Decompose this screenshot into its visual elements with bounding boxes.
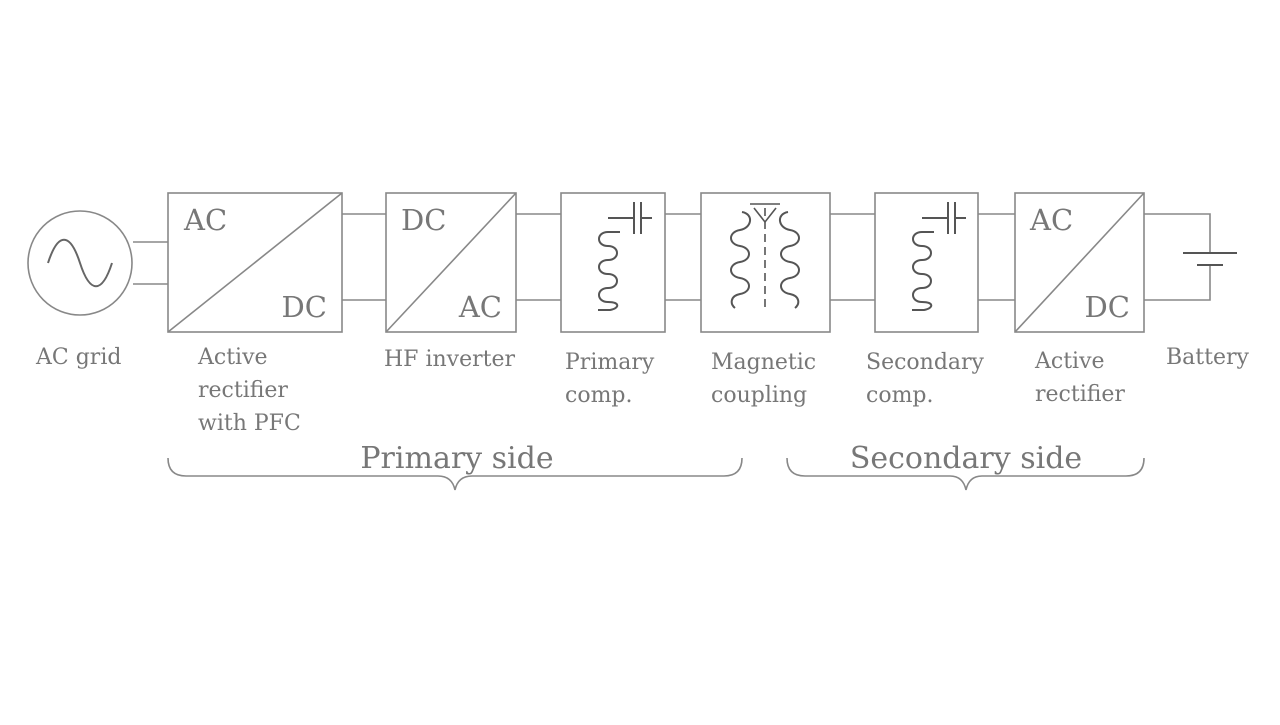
inverter-output-label: AC [458, 290, 502, 324]
primary-coil-icon [730, 211, 751, 309]
pfc-input-label: AC [183, 203, 227, 237]
caption-hf-inverter: HF inverter [384, 347, 515, 372]
caption-primary-comp-line-1: Primary [565, 350, 655, 375]
hf-inverter-block: DC AC [385, 192, 517, 333]
caption-ac-grid: AC grid [35, 345, 121, 370]
block-captions: AC grid Active rectifier with PFC HF inv… [35, 345, 1250, 436]
caption-rectifier-line-1: Active [1034, 349, 1105, 374]
secondary-comp-block [874, 192, 979, 333]
capacitor-icon [608, 202, 652, 234]
caption-battery: Battery [1166, 345, 1250, 370]
caption-pfc-line-3: with PFC [198, 411, 301, 436]
converter-diagonal [385, 192, 517, 333]
sine-wave-icon [47, 239, 113, 287]
rectifier-input-label: AC [1029, 203, 1073, 237]
primary-side-brace [167, 457, 743, 491]
primary-comp-block [560, 192, 666, 333]
caption-primary-comp-line-2: comp. [565, 383, 633, 408]
caption-coupling-line-2: coupling [711, 383, 807, 408]
secondary-coil-icon [779, 211, 800, 309]
caption-coupling-line-1: Magnetic [711, 350, 816, 375]
inductor-icon [598, 231, 620, 311]
converter-diagonal [167, 192, 343, 333]
magnetic-coupling-block [700, 192, 831, 333]
secondary-side-label: Secondary side [850, 441, 1082, 476]
pfc-rectifier-block: AC DC [167, 192, 343, 333]
caption-pfc-line-2: rectifier [198, 378, 288, 403]
coupling-arrow-icon [750, 203, 780, 224]
caption-secondary-comp-line-2: comp. [866, 383, 934, 408]
primary-side-label: Primary side [360, 441, 553, 476]
secondary-side-brace [786, 457, 1145, 491]
connection-wires [133, 213, 1211, 301]
pfc-output-label: DC [282, 290, 327, 324]
caption-pfc-line-1: Active [197, 345, 268, 370]
inverter-input-label: DC [401, 203, 446, 237]
active-rectifier-block: AC DC [1014, 192, 1145, 333]
battery-icon [1183, 252, 1237, 266]
ac-source-symbol [27, 210, 133, 316]
inductor-icon [912, 231, 934, 311]
caption-secondary-comp-line-1: Secondary [866, 350, 985, 375]
converter-diagonal [1014, 192, 1145, 333]
rectifier-output-label: DC [1085, 290, 1130, 324]
caption-rectifier-line-2: rectifier [1035, 382, 1125, 407]
capacitor-icon [922, 202, 966, 234]
